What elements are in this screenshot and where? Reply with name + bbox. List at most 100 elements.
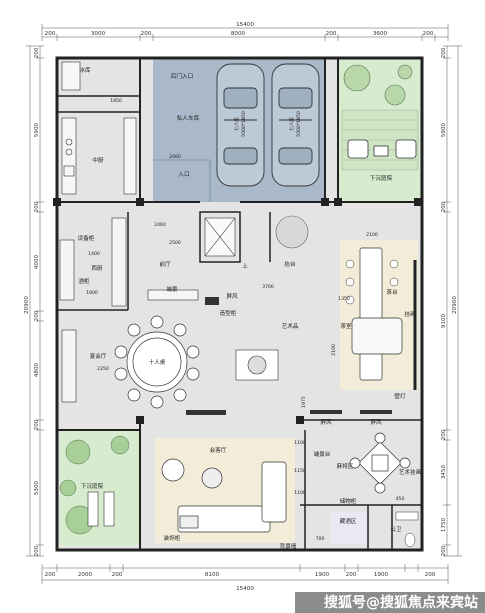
- label-display-stand: 端景台: [314, 450, 331, 458]
- top-dim-6: 3600: [373, 31, 388, 37]
- right-dim-6: 3450: [441, 464, 447, 479]
- top-dim-1: 200: [45, 31, 56, 37]
- bottom-dim-8: 200: [425, 572, 436, 578]
- label-platform: 上: [242, 262, 248, 270]
- bathroom-fixtures: [395, 511, 419, 548]
- label-mahjong-area: 麻将区: [337, 462, 354, 470]
- cellar-zone: [330, 512, 368, 544]
- right-dim-3: 200: [441, 201, 447, 212]
- right-dim-1: 200: [441, 47, 447, 58]
- label-car-1-size: 5000*1850: [241, 111, 247, 137]
- inner-dim-4: 2500: [169, 240, 181, 246]
- inner-dim-6: 1600: [86, 290, 98, 296]
- label-entrance: 入口: [178, 171, 189, 178]
- banquet-sideboard: [61, 329, 77, 403]
- top-dimensions: [41, 24, 449, 41]
- inner-dim-10: 1350: [338, 296, 350, 302]
- label-wall-lamp: 壁灯: [394, 392, 406, 400]
- art-piece: [235, 349, 279, 381]
- foyer-bench: [147, 289, 199, 301]
- bottom-dim-1: 200: [45, 572, 56, 578]
- label-sunken-garden-top: 下沉庭院: [370, 174, 393, 182]
- inner-dimension-labels: 1850 2060 2460 2500 1400 1600 3700 2250 …: [86, 98, 404, 542]
- left-total-dim: 20900: [24, 296, 30, 314]
- label-ten-seat: 十人桌: [149, 358, 166, 366]
- inner-dim-9: 2100: [366, 232, 378, 238]
- car-1: [216, 63, 265, 187]
- label-banquet-hall: 宴会厅: [90, 352, 107, 360]
- top-dim-7: 200: [423, 31, 434, 37]
- garage-outline: [153, 159, 211, 202]
- left-dim-7: 200: [34, 419, 40, 430]
- inner-dim-12: 1975: [301, 396, 307, 408]
- left-dim-2: 5900: [34, 122, 40, 137]
- inner-dim-7: 3700: [262, 284, 274, 290]
- pillars: [53, 198, 422, 424]
- right-dimensions: [443, 45, 462, 557]
- bottom-dim-5: 1900: [315, 572, 330, 578]
- garden-top-chairs: [347, 139, 417, 159]
- label-bathroom: 公卫: [390, 526, 402, 533]
- bottom-dim-3: 200: [112, 572, 123, 578]
- right-dim-2: 5900: [441, 122, 447, 137]
- walls: [55, 56, 424, 552]
- inner-dim-17: 700: [316, 536, 325, 542]
- left-dim-6: 4800: [34, 362, 40, 377]
- watermark-bar: [295, 592, 485, 613]
- left-dim-9: 200: [34, 545, 40, 556]
- label-feature-wall: 背景墙: [280, 542, 297, 550]
- label-car-2: 七人座: [288, 117, 295, 131]
- label-car-2-size: 5000*1850: [296, 111, 302, 137]
- top-total-dim: 15400: [236, 22, 254, 28]
- label-foyer: 前厅: [159, 260, 171, 268]
- stair-plant: [275, 215, 309, 249]
- bottom-dim-6: 200: [346, 572, 357, 578]
- label-display-cabinet: 造型柜: [220, 309, 237, 317]
- label-reception-hall: 会客厅: [210, 446, 227, 454]
- right-dim-4: 9100: [441, 313, 447, 328]
- right-dim-7: 1750: [441, 517, 447, 532]
- elevator: [204, 217, 236, 257]
- label-storage-cabinet: 储物柜: [340, 497, 357, 505]
- tea-counter: [351, 247, 403, 381]
- bottom-dimensions: [41, 564, 449, 584]
- right-dim-5: 200: [441, 429, 447, 440]
- watermark-text: 搜狐号@搜狐焦点来宾站: [324, 594, 478, 611]
- label-equipment-cabinet: 设备柜: [78, 234, 95, 242]
- inner-dim-2: 2060: [169, 154, 181, 160]
- inner-dim-1: 1850: [110, 98, 122, 104]
- left-dim-8: 5300: [34, 480, 40, 495]
- garden-top-plants: [343, 64, 413, 106]
- label-western-kitchen: 西厨: [91, 265, 103, 272]
- top-dim-3: 200: [141, 31, 152, 37]
- bottom-dim-4: 8100: [205, 572, 220, 578]
- left-dim-1: 200: [34, 47, 40, 58]
- label-screen-2: 屏风: [320, 419, 332, 426]
- west-kitchen-fixtures: [59, 217, 127, 307]
- right-dim-8: 200: [441, 545, 447, 556]
- garden-bottom-benches: [87, 491, 115, 527]
- label-screen-1: 屏风: [226, 293, 238, 300]
- label-sunken-garden-bottom: 下沉庭院: [81, 482, 104, 490]
- top-dim-4: 8000: [231, 31, 246, 37]
- left-dimensions: [26, 45, 44, 557]
- screens: [186, 297, 392, 415]
- inner-dim-13: 1100: [294, 440, 306, 446]
- kitchen-fixtures: [61, 61, 137, 195]
- label-landscape: 端景: [166, 285, 178, 293]
- mahjong-table: [349, 432, 411, 494]
- label-car-1: 七人座: [233, 117, 240, 131]
- bottom-dim-7: 1900: [374, 572, 389, 578]
- inner-dim-3: 2460: [154, 222, 166, 228]
- label-kitchen: 中厨: [92, 156, 104, 164]
- garden-bottom-plants: [59, 435, 130, 535]
- label-wine-cabinet: 酒柜: [78, 277, 90, 285]
- label-garage-entrance: 后门入口: [171, 72, 193, 80]
- tea-stools: [345, 259, 399, 305]
- left-dim-4: 4000: [34, 254, 40, 269]
- inner-dim-8: 2250: [97, 366, 109, 372]
- label-stage-deck: 抬台: [284, 260, 296, 268]
- label-bar-counter: 茶台: [386, 288, 398, 296]
- car-2: [271, 63, 320, 187]
